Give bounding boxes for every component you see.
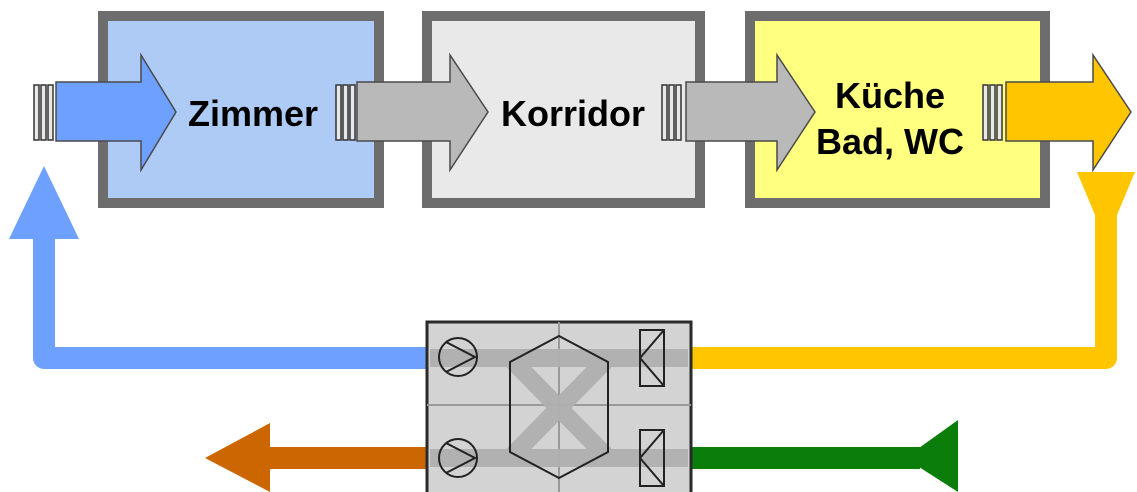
supply-duct — [33, 230, 430, 369]
supply-arrow-icon — [55, 52, 177, 173]
ventilation-unit — [425, 320, 693, 492]
filter-icon — [638, 329, 665, 387]
vent-grille-icon — [982, 84, 1003, 141]
exhaust-arrow-icon — [205, 423, 270, 492]
room-label-korridor: Korridor — [501, 93, 645, 134]
vent-grille-icon — [661, 84, 682, 141]
outdoor-intake-icon — [905, 420, 958, 492]
transfer-arrow-icon — [356, 52, 489, 173]
room-label-bad-wc: Bad, WC — [816, 121, 964, 162]
exhaust-duct — [270, 447, 430, 469]
filter-icon — [638, 429, 665, 487]
fan-icon — [438, 337, 478, 377]
outdoor-air-duct — [690, 447, 920, 469]
heat-exchanger-icon — [509, 334, 609, 480]
hood-icon — [1077, 172, 1135, 215]
extract-arrow-icon — [1005, 52, 1132, 173]
extract-duct — [690, 210, 1117, 369]
room-label-kueche: Küche — [835, 75, 945, 116]
vent-grille-icon — [335, 84, 356, 141]
supply-up-arrow-icon — [9, 166, 79, 239]
room-label-zimmer: Zimmer — [188, 93, 318, 134]
transfer-arrow-icon — [685, 52, 816, 173]
vent-grille-icon — [33, 84, 54, 141]
fan-icon — [438, 438, 478, 478]
